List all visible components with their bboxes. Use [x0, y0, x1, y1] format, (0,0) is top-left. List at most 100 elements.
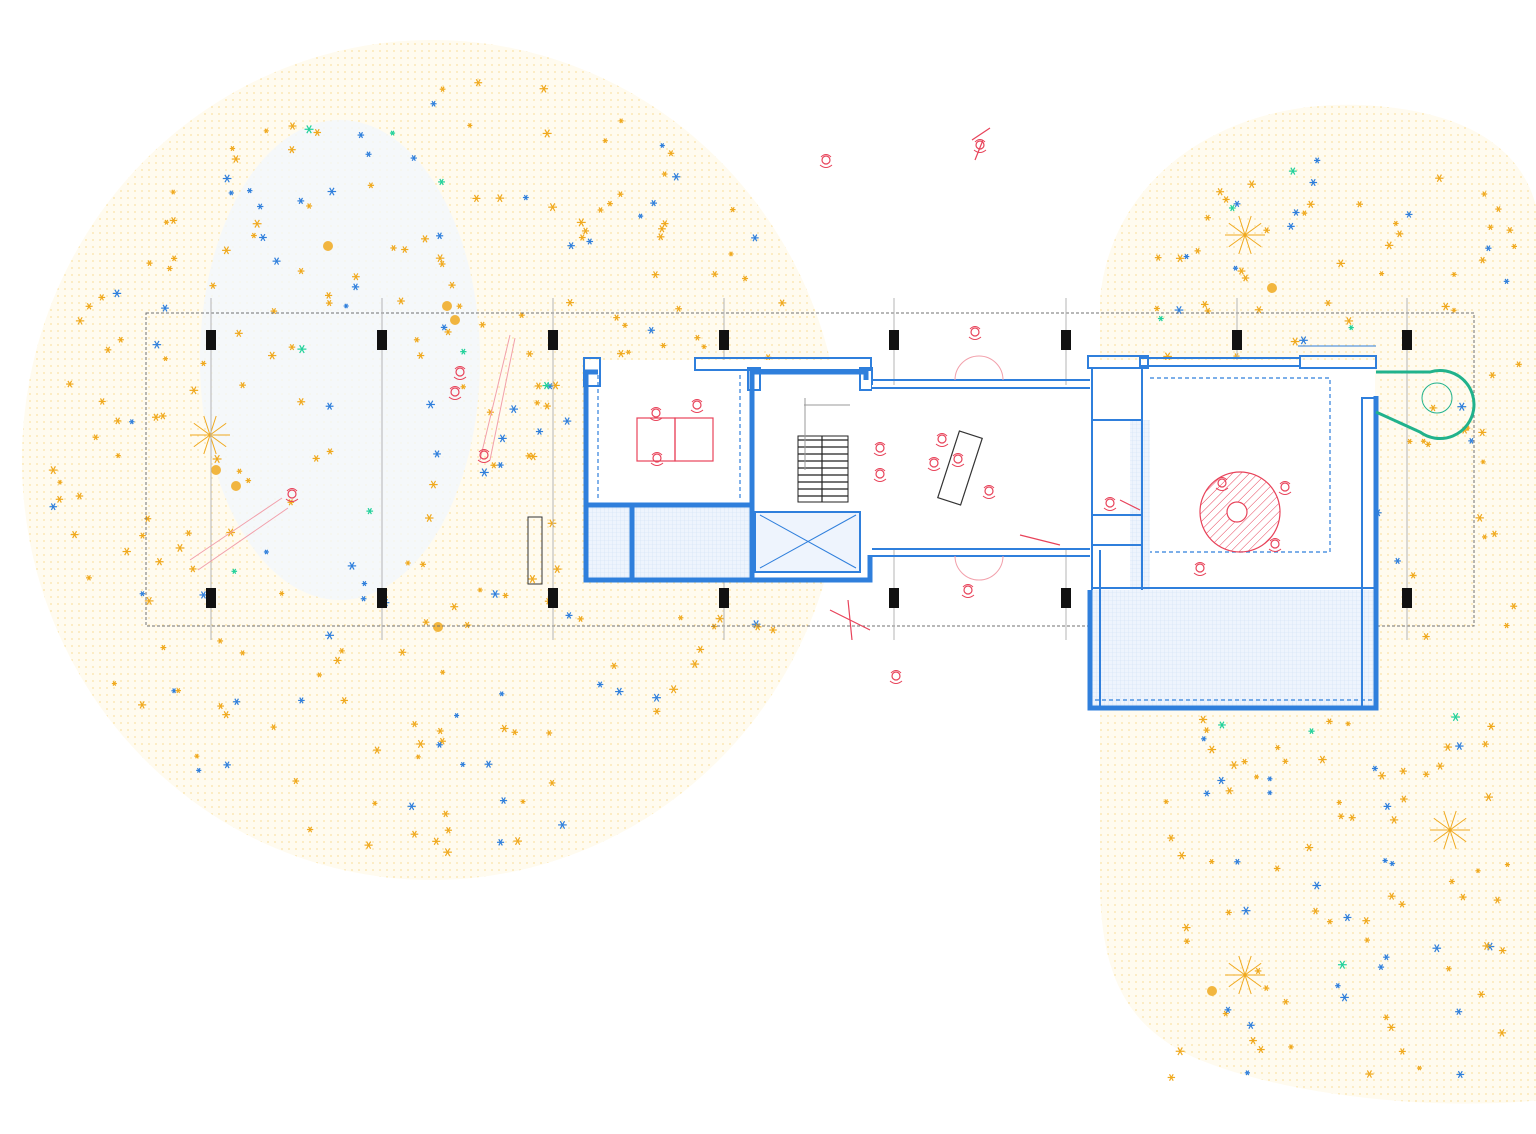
plant-symbol: [1345, 721, 1351, 727]
plant-symbol: [1244, 1070, 1251, 1076]
plant-symbol: [495, 194, 505, 203]
plant-symbol: [306, 203, 313, 209]
plant-symbol: [169, 216, 178, 224]
plant-symbol: [410, 155, 417, 162]
plant-symbol: [546, 730, 553, 736]
plant-symbol: [222, 246, 231, 255]
plant-symbol: [1445, 965, 1452, 972]
plant-symbol: [460, 348, 467, 355]
plant-symbol: [1324, 299, 1332, 307]
column: [719, 330, 729, 350]
plant-symbol: [1398, 1048, 1406, 1055]
plant-symbol: [1387, 1023, 1396, 1032]
plant-symbol: [1326, 918, 1333, 925]
plant-symbol: [114, 417, 122, 425]
plant-symbol: [1478, 428, 1487, 437]
column: [377, 330, 387, 350]
plant-symbol: [1393, 220, 1399, 227]
plant-symbol: [288, 146, 296, 154]
plant-symbol: [1216, 188, 1225, 196]
plant-symbol: [432, 837, 441, 846]
plant-symbol: [1356, 200, 1363, 208]
plant-symbol: [272, 257, 281, 265]
plant-symbol: [509, 405, 519, 414]
plant-symbol: [497, 461, 504, 469]
person-figure: [873, 442, 887, 456]
plant-symbol: [769, 626, 777, 634]
column: [719, 588, 729, 608]
plant-symbol: [306, 826, 314, 833]
person-figure: [1193, 562, 1207, 576]
plant-symbol: [194, 753, 200, 759]
plant-symbol: [1287, 222, 1295, 230]
plant-symbol: [297, 398, 306, 406]
plant-symbol: [152, 413, 160, 421]
plant-symbol: [1451, 271, 1457, 278]
plant-symbol: [364, 841, 373, 849]
plant-symbol: [212, 454, 222, 464]
plant-symbol: [566, 298, 575, 307]
plant-symbol: [778, 299, 786, 307]
person-figure: [819, 154, 833, 168]
plant-symbol: [1182, 923, 1191, 932]
plant-symbol: [263, 128, 269, 134]
plant-symbol: [144, 596, 154, 606]
plant-symbol: [711, 623, 718, 630]
plant-symbol: [1455, 742, 1464, 750]
plant-symbol: [163, 219, 170, 225]
plant-symbol: [229, 145, 236, 152]
plant-symbol: [490, 590, 500, 599]
plant-symbol: [613, 314, 620, 321]
flower-symbol: [231, 481, 241, 491]
plant-symbol: [327, 187, 337, 196]
person-figure: [968, 326, 982, 340]
plant-symbol: [520, 799, 526, 805]
plant-symbol: [443, 848, 452, 857]
plant-symbol: [250, 232, 257, 239]
plant-symbol: [407, 802, 416, 811]
plant-symbol: [1482, 941, 1492, 951]
plant-symbol: [367, 182, 375, 189]
plant-symbol: [597, 207, 604, 213]
plant-symbol: [1233, 200, 1241, 208]
people-figures: [285, 139, 1292, 684]
plant-symbol: [98, 294, 106, 301]
plant-symbol: [1371, 765, 1378, 772]
plant-symbol: [398, 648, 407, 656]
plant-symbol: [92, 434, 99, 441]
plant-symbol: [615, 687, 624, 696]
plant-symbol: [1326, 718, 1333, 725]
plant-symbol: [1383, 954, 1390, 961]
plant-symbol: [1498, 947, 1507, 955]
flower-symbol: [1207, 986, 1217, 996]
plant-symbol: [325, 299, 333, 307]
plant-symbol: [529, 452, 538, 461]
plant-symbol: [1422, 771, 1430, 778]
plant-symbol: [236, 468, 243, 474]
plant-symbol: [111, 681, 117, 687]
plant-symbol: [616, 349, 625, 358]
plant-symbol: [1425, 441, 1432, 448]
plant-symbol: [1308, 728, 1315, 735]
plant-symbol: [1485, 245, 1492, 252]
plant-symbol: [1400, 795, 1408, 803]
plant-symbol: [152, 340, 162, 349]
plant-symbol: [155, 557, 164, 566]
plant-symbol: [1241, 758, 1248, 765]
plant-symbol: [1344, 316, 1354, 325]
plant-symbol: [442, 810, 450, 818]
plant-symbol: [231, 568, 238, 575]
plant-symbol: [435, 254, 445, 263]
plant-symbol: [1490, 530, 1498, 538]
plant-symbol: [444, 328, 452, 336]
plant-symbol: [1267, 790, 1273, 796]
plant-symbol: [1282, 758, 1289, 765]
person-figure: [690, 399, 704, 413]
plant-symbol: [1382, 857, 1388, 864]
plant-symbol: [1247, 180, 1256, 189]
plant-symbol: [122, 547, 131, 556]
plant-symbol: [401, 246, 409, 253]
plant-symbol: [1337, 960, 1347, 969]
column: [377, 588, 387, 608]
plant-symbol: [104, 346, 112, 354]
